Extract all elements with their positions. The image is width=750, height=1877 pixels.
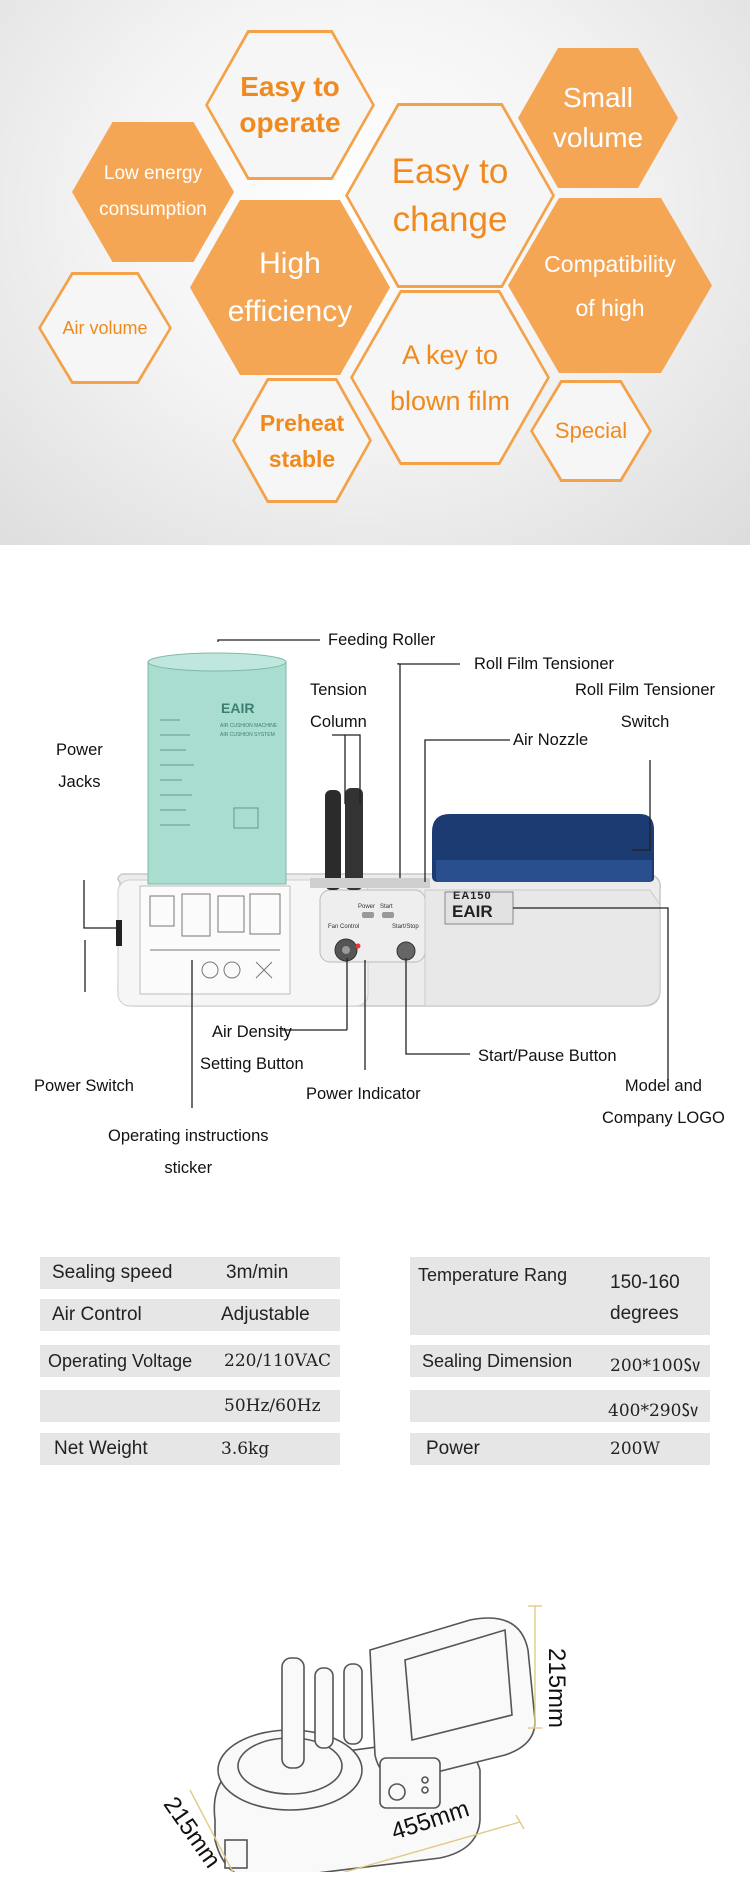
start-stop-button: [396, 941, 416, 961]
spec-label: Air Control: [52, 1304, 142, 1325]
spec-row-sealing-dimension: Sealing Dimension 200*100㏜: [410, 1345, 710, 1377]
dimension-height: 215mm: [543, 1648, 570, 1729]
spec-label: Power: [426, 1438, 480, 1459]
label-roll-film-tensioner-switch: Roll Film Tensioner Switch: [575, 681, 715, 731]
film-roll: [147, 661, 287, 885]
spec-row-sealing-dimension-2: 400*290㏜: [410, 1390, 710, 1422]
label-power-indicator: Power Indicator: [306, 1085, 421, 1103]
label-tension-column: Tension Column: [310, 681, 367, 731]
spec-label: Operating Voltage: [48, 1351, 193, 1371]
feature-text: Low energy consumption: [99, 163, 207, 220]
label-power-jacks: Power Jacks: [56, 741, 103, 791]
tension-column-right: [345, 788, 363, 890]
spec-value: 3.6kg: [221, 1439, 270, 1459]
panel-start-label: Start: [380, 904, 393, 910]
machine-outline: [213, 1617, 536, 1877]
spec-value: 50Hz/60Hz: [224, 1396, 321, 1416]
roll-brand-text: EAIR: [221, 700, 255, 716]
feature-text: Air volume: [62, 317, 148, 338]
panel-power-label: Power: [358, 904, 376, 910]
spec-value: 150-160 degrees: [610, 1272, 680, 1324]
feature-text: Compatibility of high: [544, 250, 676, 321]
feature-compatibility: Compatibility of high: [508, 198, 712, 373]
label-air-nozzle: Air Nozzle: [513, 731, 589, 749]
label-roll-film-tensioner: Roll Film Tensioner: [474, 655, 614, 673]
spec-value: 3m/min: [226, 1262, 289, 1283]
label-feeding-roller: Feeding Roller: [328, 631, 436, 649]
feature-preheat-stable: Preheat stable: [232, 378, 372, 503]
spec-row-operating-voltage: Operating Voltage 220/110VAC: [40, 1345, 340, 1377]
spec-value: 220/110VAC: [224, 1351, 332, 1371]
machine-illustration: [83, 639, 669, 1108]
spec-value: 200W: [610, 1439, 660, 1459]
spec-label: Sealing speed: [52, 1262, 173, 1283]
machine-brand-text: EAIR: [452, 902, 493, 921]
spec-value: 400*290㏜: [608, 1401, 699, 1421]
spec-row-net-weight: Net Weight 3.6kg: [40, 1433, 340, 1465]
feature-special: Special: [530, 380, 652, 482]
instructions-sticker: [139, 885, 291, 995]
feature-text: A key to blown film: [389, 339, 511, 416]
panel-fan-label: Fan Control: [328, 924, 360, 930]
spec-label: Temperature Rang: [418, 1265, 568, 1285]
dimension-lines: [189, 1605, 542, 1877]
machine-parts-diagram: EA150 EAIR Fan Control Power Start Start…: [0, 560, 750, 1200]
feature-key-blown-film: A key to blown film: [350, 290, 550, 465]
spec-value: 200*100㏜: [610, 1356, 701, 1376]
spec-value: Adjustable: [221, 1304, 310, 1325]
label-start-pause: Start/Pause Button: [478, 1047, 617, 1065]
spec-row-sealing-speed: Sealing speed 3m/min: [40, 1257, 340, 1289]
power-indicator-light: [355, 943, 361, 949]
label-instructions: Operating instructions sticker: [108, 1127, 269, 1177]
feature-low-energy: Low energy consumption: [72, 122, 234, 262]
label-power-switch: Power Switch: [34, 1077, 134, 1095]
spec-table: Sealing speed 3m/min Air Control Adjusta…: [0, 1240, 750, 1470]
feature-small-volume: Small volume: [518, 48, 678, 188]
power-switch-body: [116, 920, 122, 946]
feature-high-efficiency: High efficiency: [190, 200, 390, 375]
feature-text: Easy to operate: [239, 71, 341, 138]
spec-row-air-control: Air Control Adjustable: [40, 1299, 340, 1331]
machine-model-text: EA150: [453, 890, 492, 902]
dimension-drawing: 215mm 215mm 455mm: [0, 1540, 750, 1877]
roll-print-text: AIR CUSHION MACHINE AIR CUSHION SYSTEM: [220, 723, 278, 738]
spec-label: Sealing Dimension: [422, 1351, 573, 1371]
feature-text: High efficiency: [227, 246, 353, 328]
machine-line-drawing: [189, 1605, 542, 1877]
leader-lines: [83, 639, 669, 1108]
sticker-drawings: [149, 893, 281, 979]
feature-air-volume: Air volume: [38, 272, 172, 384]
spec-row-frequency: 50Hz/60Hz: [40, 1390, 340, 1422]
feature-text: Special: [554, 418, 628, 443]
features-hexagon-banner: Easy to operate Small volume Low energy …: [0, 0, 750, 545]
tension-column-left: [325, 790, 341, 890]
feature-easy-to-operate: Easy to operate: [205, 30, 375, 180]
label-model-logo: Model and Company LOGO: [602, 1077, 725, 1127]
spec-row-power: Power 200W: [410, 1433, 710, 1465]
spec-row-temperature: Temperature Rang 150-160 degrees: [410, 1257, 710, 1335]
model-plate: [444, 891, 514, 925]
label-air-density: Air Density Setting Button: [200, 1023, 304, 1073]
roll-print-lines: [160, 719, 194, 826]
panel-startstop-label: Start/Stop: [392, 924, 419, 930]
spec-label: Net Weight: [54, 1438, 148, 1459]
feature-text: Small volume: [552, 82, 644, 153]
feature-text: Easy to change: [391, 151, 509, 239]
feature-text: Preheat stable: [259, 409, 345, 472]
